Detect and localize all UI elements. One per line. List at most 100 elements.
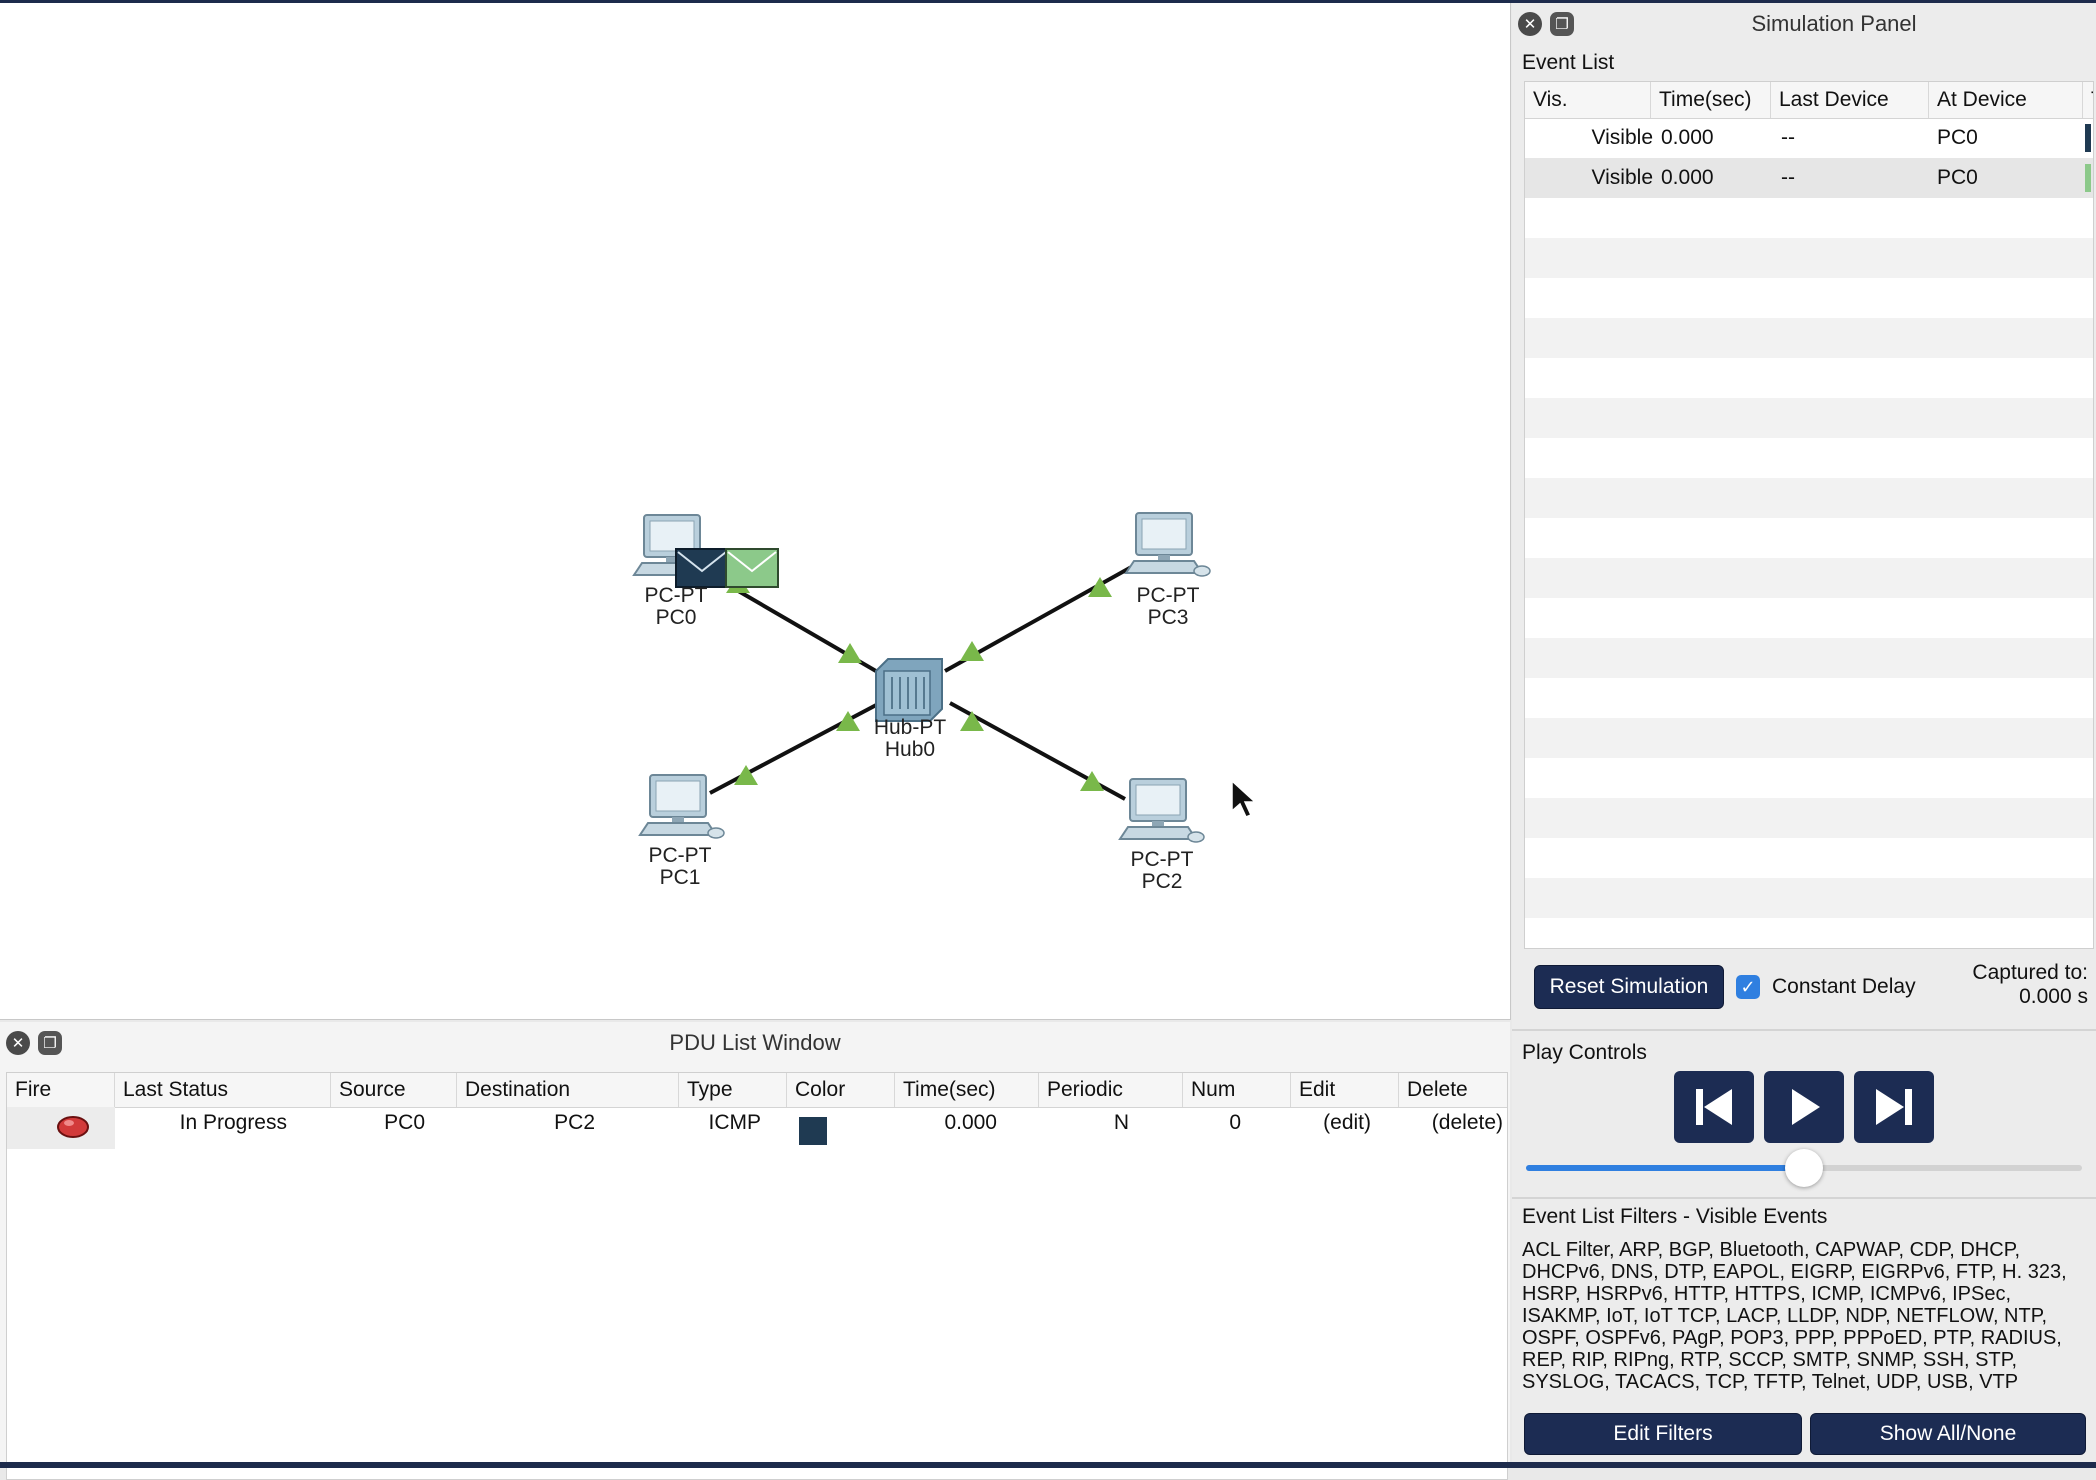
pdu-color-swatch [799, 1117, 827, 1145]
empty-row [1525, 678, 2093, 718]
empty-row [1525, 758, 2093, 798]
source-cell: PC0 [384, 1111, 425, 1134]
col-type[interactable]: T [2083, 82, 2093, 118]
bottom-border [0, 1462, 2096, 1468]
edit-link[interactable]: (edit) [1323, 1111, 1371, 1134]
table-row[interactable]: Visible 0.000 -- PC0 [1525, 118, 2093, 158]
type-color-swatch [2085, 164, 2091, 192]
time-cell: 0.000 [1661, 126, 1714, 149]
link-light [1080, 771, 1104, 791]
back-button[interactable] [1674, 1071, 1754, 1143]
event-list-header: Vis. Time(sec) Last Device At Device T [1525, 82, 2093, 119]
col-at-device[interactable]: At Device [1929, 82, 2083, 118]
vis-cell: Visible [1591, 166, 1653, 189]
restore-window-icon[interactable]: ❐ [1550, 12, 1574, 36]
col-destination[interactable]: Destination [457, 1073, 679, 1107]
empty-row [1525, 878, 2093, 918]
col-last-device[interactable]: Last Device [1771, 82, 1929, 118]
col-periodic[interactable]: Periodic [1039, 1073, 1183, 1107]
topology-canvas [633, 512, 1257, 843]
empty-row [1525, 318, 2093, 358]
link-light [960, 711, 984, 731]
show-all-none-button[interactable]: Show All/None [1810, 1413, 2086, 1455]
link-light [838, 643, 862, 663]
pdu-table-header: Fire Last Status Source Destination Type… [7, 1073, 1507, 1108]
empty-row [1525, 718, 2093, 758]
slider-fill [1526, 1165, 1804, 1171]
col-fire[interactable]: Fire [7, 1073, 115, 1107]
captured-label: Captured to: [1972, 961, 2088, 984]
periodic-cell: N [1113, 1111, 1129, 1134]
delete-link[interactable]: (delete) [1431, 1111, 1503, 1134]
restore-window-icon[interactable]: ❐ [38, 1031, 62, 1055]
filters-label: Event List Filters - Visible Events [1522, 1205, 1828, 1228]
envelope-icon [675, 548, 729, 588]
reset-simulation-button[interactable]: Reset Simulation [1534, 965, 1724, 1009]
empty-row [1525, 438, 2093, 478]
play-icon [1792, 1089, 1820, 1125]
link-light [1088, 577, 1112, 597]
col-edit[interactable]: Edit [1291, 1073, 1399, 1107]
edit-filters-button[interactable]: Edit Filters [1524, 1413, 1802, 1455]
col-type[interactable]: Type [679, 1073, 787, 1107]
at-device-cell: PC0 [1937, 166, 1978, 189]
col-delete[interactable]: Delete [1407, 1078, 1468, 1101]
col-time[interactable]: Time(sec) [1651, 82, 1771, 118]
col-color[interactable]: Color [787, 1073, 895, 1107]
link-light [836, 711, 860, 731]
pdu-titlebar: PDU List Window ✕ ❐ [0, 1024, 1510, 1062]
table-row[interactable]: In Progress PC0 PC2 ICMP 0.000 N 0 (edit… [7, 1107, 1507, 1149]
type-color-swatch [2085, 124, 2091, 152]
fire-indicator-icon[interactable] [7, 1107, 115, 1147]
close-icon[interactable]: ✕ [1518, 12, 1542, 36]
col-time[interactable]: Time(sec) [895, 1073, 1039, 1107]
pdu-table: Fire Last Status Source Destination Type… [6, 1072, 1508, 1480]
play-controls-label: Play Controls [1522, 1041, 1647, 1064]
pdu-list-window: PDU List Window ✕ ❐ Fire Last Status Sou… [0, 1022, 1510, 1480]
slider-knob[interactable] [1785, 1149, 1823, 1187]
skip-back-icon [1696, 1089, 1732, 1125]
at-device-cell: PC0 [1937, 126, 1978, 149]
play-button[interactable] [1764, 1071, 1844, 1143]
col-num[interactable]: Num [1183, 1073, 1291, 1107]
col-source[interactable]: Source [331, 1073, 457, 1107]
vis-cell: Visible [1591, 126, 1653, 149]
filters-protocol-list: ACL Filter, ARP, BGP, Bluetooth, CAPWAP,… [1522, 1239, 2067, 1393]
last-status-cell: In Progress [179, 1111, 287, 1134]
event-list-table: Vis. Time(sec) Last Device At Device T V… [1524, 81, 2094, 949]
pdu-window-title: PDU List Window [669, 1030, 841, 1055]
captured-to: Captured to: 0.000 s [1952, 961, 2088, 1009]
constant-delay-checkbox[interactable]: ✓ [1736, 975, 1760, 999]
empty-row [1525, 358, 2093, 398]
constant-delay-label: Constant Delay [1772, 975, 1916, 998]
empty-row [1525, 838, 2093, 878]
event-list-label: Event List [1522, 51, 1615, 74]
col-vis[interactable]: Vis. [1525, 82, 1651, 118]
capture-forward-button[interactable] [1854, 1071, 1934, 1143]
empty-row [1525, 798, 2093, 838]
empty-row [1525, 478, 2093, 518]
empty-row [1525, 278, 2093, 318]
pc3-device-icon [1125, 512, 1211, 577]
close-icon[interactable]: ✕ [6, 1031, 30, 1055]
empty-row [1525, 198, 2093, 238]
pc2-device-icon [1119, 778, 1205, 843]
col-last-status[interactable]: Last Status [115, 1073, 331, 1107]
last-device-cell: -- [1781, 166, 1795, 189]
captured-value: 0.000 s [2019, 985, 2088, 1008]
fire-cell[interactable] [7, 1107, 115, 1149]
empty-row [1525, 238, 2093, 278]
empty-row [1525, 558, 2093, 598]
time-cell: 0.000 [944, 1111, 997, 1134]
table-row[interactable]: Visible 0.000 -- PC0 [1525, 158, 2093, 198]
last-device-cell: -- [1781, 126, 1795, 149]
empty-row [1525, 638, 2093, 678]
simulation-panel: Simulation Panel ✕ ❐ Event List Vis. Tim… [1512, 3, 2096, 1462]
simulation-panel-title: Simulation Panel [1751, 11, 1917, 36]
